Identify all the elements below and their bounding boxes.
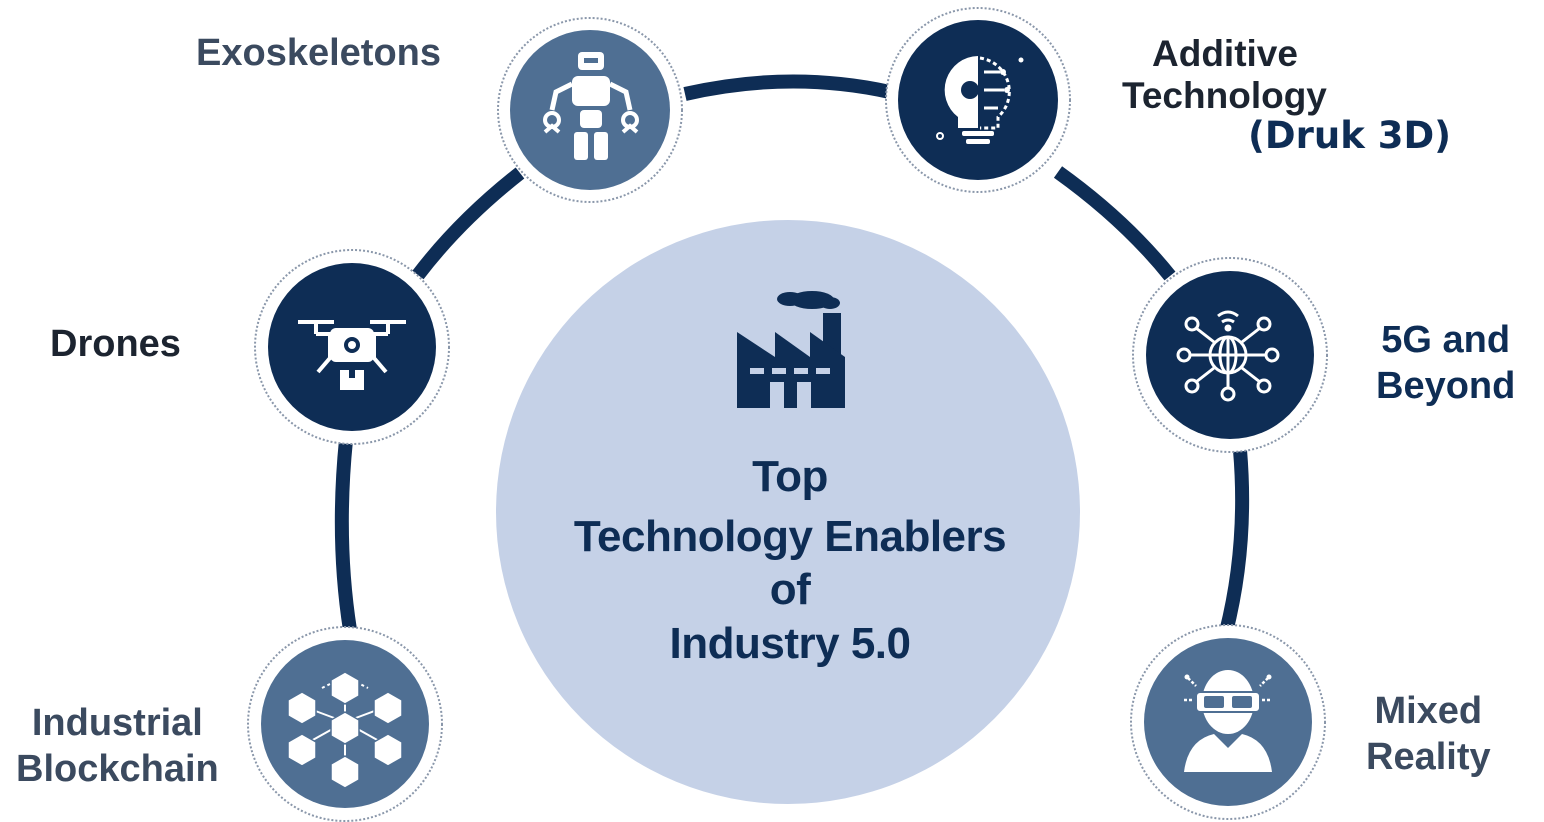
arc-5g-mixed [1219,449,1250,634]
node-blockchain [247,626,443,822]
node-mixed-reality [1130,624,1326,820]
label-mixed-line1: Mixed [1374,690,1483,732]
connector-ring [334,74,1250,634]
arc-exoskeletons-drones [412,167,525,280]
label-drones-text: Drones [50,323,181,365]
label-additive-technology: Additive Technology [1122,33,1327,117]
label-blockchain-line1: Industrial [31,702,203,744]
label-5g-beyond: 5G and Beyond [1376,318,1515,409]
label-additive-line1: Additive [1152,33,1298,74]
center-title: Top Technology Enablers of Industry 5.0 [520,450,1060,671]
center-circle [496,220,1080,804]
node-drones [254,249,450,445]
label-5g-line2: Beyond [1376,364,1516,407]
drone-icon [298,320,406,390]
annotation-druk-3d: (Druk 3D) [1248,114,1452,157]
label-additive-line2: Technology [1122,74,1327,116]
center-title-line2: Technology Enablers [573,511,1007,561]
network-globe-icon [1176,310,1280,402]
arc-additive-5g [1053,166,1176,281]
center-title-line1: Top [752,452,828,501]
label-5g-line1: 5G and [1381,319,1511,361]
center-title-line3: of [769,565,811,615]
node-exoskeletons [497,17,683,203]
center-title-line4: Industry 5.0 [669,619,911,669]
label-mixed-reality: Mixed Reality [1366,688,1491,781]
node-5g [1132,257,1328,453]
label-exoskeletons-text: Exoskeletons [196,32,441,74]
label-mixed-line2: Reality [1366,736,1491,779]
vr-headset-person-icon [1184,670,1272,772]
label-blockchain-line2: Blockchain [16,748,219,791]
arc-exoskeletons-additive [683,74,892,101]
label-industrial-blockchain: Industrial Blockchain [16,700,219,793]
node-additive [885,7,1071,193]
label-exoskeletons: Exoskeletons [196,32,441,76]
label-drones: Drones [50,323,181,367]
factory-icon [737,291,845,408]
blockchain-cubes-icon [287,671,403,789]
lightbulb-gear-icon [936,56,1024,144]
robot-icon [543,52,639,160]
arc-drones-blockchain [334,439,357,632]
